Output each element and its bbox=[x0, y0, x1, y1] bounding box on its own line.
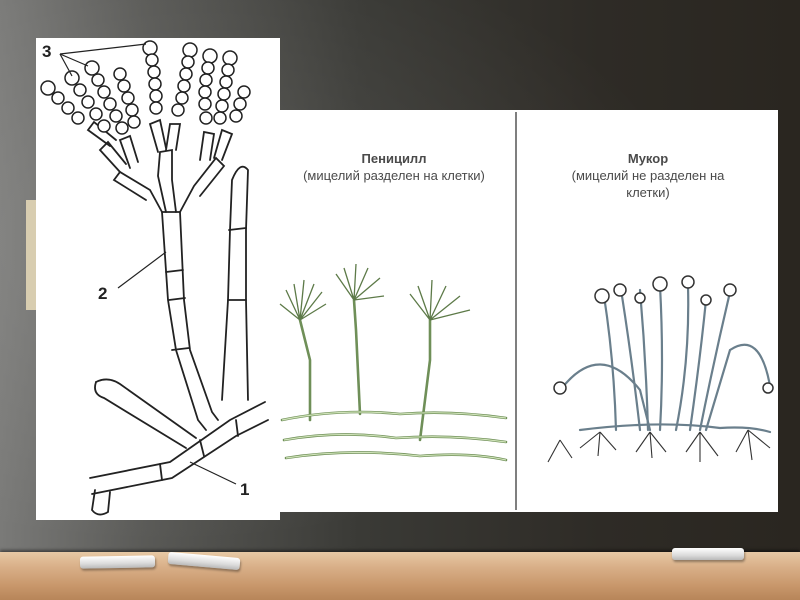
penicillium-title: Пеницилл bbox=[361, 151, 427, 166]
callout-label-3: 3 bbox=[42, 42, 52, 61]
mucor-sporangia bbox=[553, 275, 774, 395]
penicillium-colony-inner bbox=[281, 411, 507, 461]
callout-lines bbox=[59, 43, 237, 485]
mucor-subtitle-line2: клетки) bbox=[626, 185, 670, 200]
mucor-colony-drawing bbox=[560, 284, 772, 434]
mucor-caption: Мукор (мицелий не разделен на клетки) bbox=[530, 150, 766, 201]
penicillium-subtitle: (мицелий разделен на клетки) bbox=[303, 168, 485, 183]
mucor-subtitle-line1: (мицелий не разделен на bbox=[571, 168, 725, 183]
spore-chains bbox=[40, 40, 251, 135]
callout-label-1: 1 bbox=[240, 480, 250, 499]
chalk-piece-3 bbox=[672, 548, 744, 560]
callout-label-2: 2 bbox=[98, 284, 108, 303]
penicillium-brushes bbox=[279, 263, 471, 321]
mucor-rhizoids bbox=[547, 429, 771, 463]
mucor-title: Мукор bbox=[627, 151, 669, 166]
penicillium-detailed-drawing bbox=[86, 118, 269, 516]
penicillium-caption: Пеницилл (мицелий разделен на клетки) bbox=[276, 150, 512, 184]
